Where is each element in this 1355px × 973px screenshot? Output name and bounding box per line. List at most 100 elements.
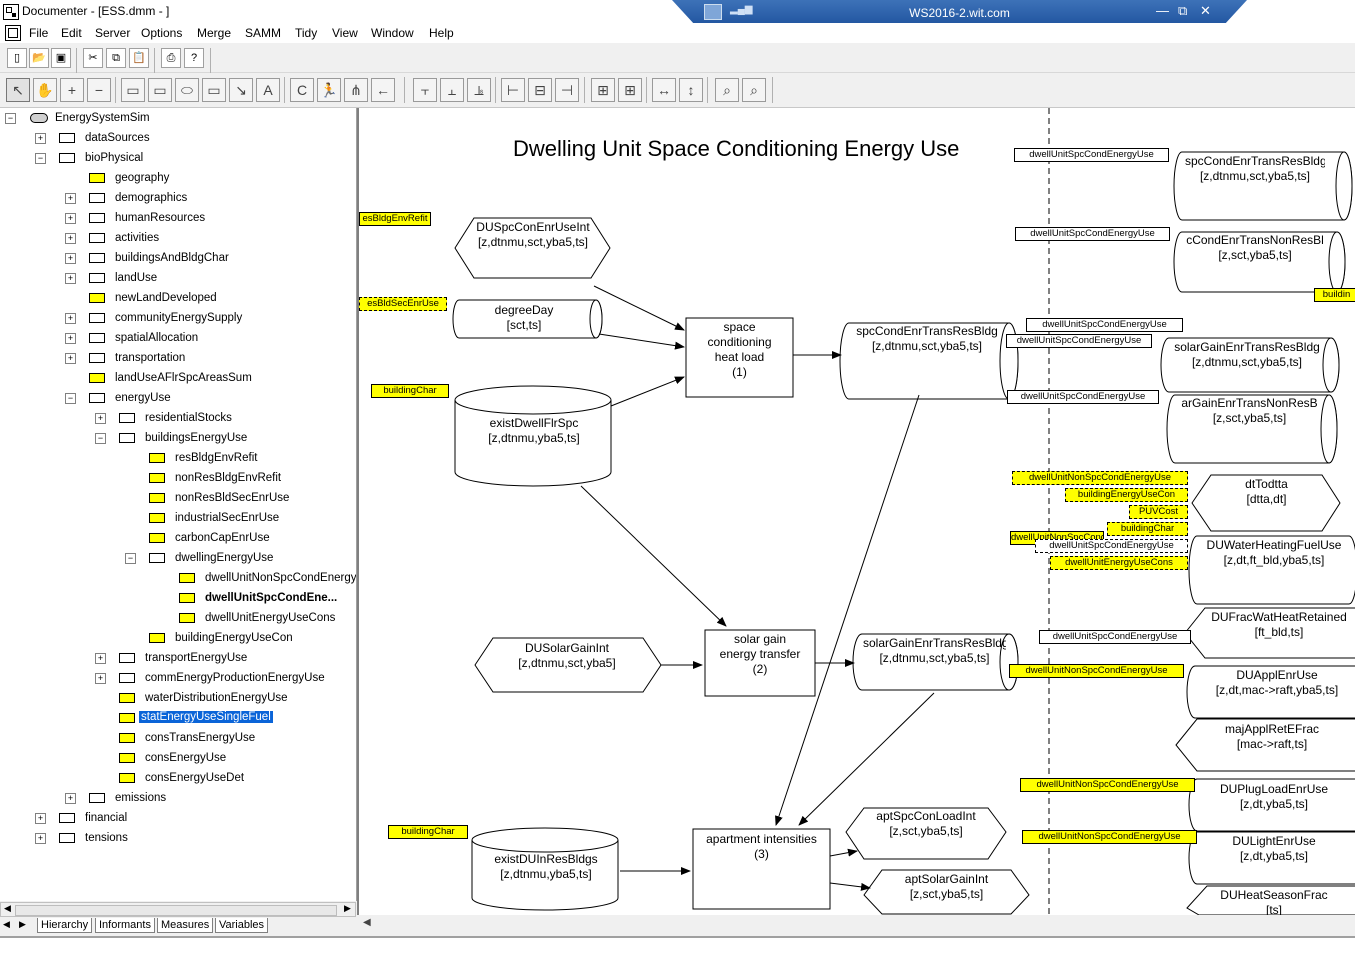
tag-dwell-spc-5[interactable]: dwellUnitSpcCondEnergyUse bbox=[1007, 390, 1159, 404]
tag-building-energy-use-con[interactable]: buildingEnergyUseCon bbox=[1065, 488, 1188, 502]
zoom-plus-icon[interactable]: + bbox=[60, 78, 84, 102]
exist-dwell-label[interactable]: existDwellFlrSpc[z,dtnmu,yba5,ts] bbox=[488, 416, 580, 445]
right-node-10[interactable]: DUPlugLoadEnrUse[z,dt,yba5,ts] bbox=[1219, 782, 1329, 811]
tag-res-bld-sec-enr-use[interactable]: esBldSecEnrUse bbox=[359, 297, 447, 311]
tag-dwell-spc-2[interactable]: dwellUnitSpcCondEnergyUse bbox=[1015, 227, 1170, 241]
scroll-right-icon[interactable]: ▶ bbox=[344, 903, 351, 913]
tab-hierarchy[interactable]: Hierarchy bbox=[37, 918, 93, 933]
help-icon[interactable]: ? bbox=[184, 48, 204, 68]
distribute-v-icon[interactable]: ⊞ bbox=[618, 78, 642, 102]
document-icon[interactable] bbox=[5, 25, 21, 41]
tab-informants[interactable]: Informants bbox=[95, 918, 155, 933]
new-document-icon[interactable]: ▯ bbox=[7, 48, 27, 68]
close-icon[interactable]: ✕ bbox=[1200, 3, 1211, 18]
expand-icon[interactable]: + bbox=[65, 333, 76, 344]
align-right-icon[interactable]: ⊣ bbox=[555, 78, 579, 102]
tag-dwell-nonspc-4[interactable]: dwellUnitNonSpcCondEnergyUse bbox=[1022, 830, 1197, 844]
tab-scroll-left-icon[interactable]: ◀ bbox=[3, 919, 10, 929]
save-disk-icon[interactable]: ▣ bbox=[51, 48, 71, 68]
tag-dwell-spc-1[interactable]: dwellUnitSpcCondEnergyUse bbox=[1014, 148, 1169, 162]
menu-samm[interactable]: SAMM bbox=[245, 26, 281, 40]
expand-icon[interactable]: + bbox=[35, 133, 46, 144]
hexagon-tool-icon[interactable]: ⬭ bbox=[175, 78, 199, 102]
expand-icon[interactable]: + bbox=[65, 273, 76, 284]
copy-icon[interactable]: ⧉ bbox=[106, 48, 126, 68]
right-node-1[interactable]: spcCondEnrTransResBldg[z,dtnmu,sct,yba5,… bbox=[1185, 154, 1325, 183]
collapse-icon[interactable]: − bbox=[35, 153, 46, 164]
zoom-in-icon[interactable]: ⌕ bbox=[715, 78, 739, 102]
label-tool-icon[interactable]: ▭ bbox=[202, 78, 226, 102]
tag-puv-cost[interactable]: PUVCost bbox=[1129, 505, 1188, 519]
arrow-left-icon[interactable]: ← bbox=[371, 78, 395, 102]
cut-icon[interactable]: ✂ bbox=[83, 48, 103, 68]
tag-dwell-spc-7[interactable]: dwellUnitSpcCondEnergyUse bbox=[1039, 630, 1191, 644]
hierarchy-tree[interactable]: −EnergySystemSim+dataSources−bioPhysical… bbox=[0, 108, 357, 901]
menu-window[interactable]: Window bbox=[371, 26, 414, 40]
menu-view[interactable]: View bbox=[332, 26, 358, 40]
solar-gain-enr-label[interactable]: solarGainEnrTransResBldg[z,dtnmu,sct,yba… bbox=[863, 636, 1006, 665]
collapse-icon[interactable]: − bbox=[125, 553, 136, 564]
text-tool-icon[interactable]: A bbox=[256, 78, 280, 102]
expand-icon[interactable]: + bbox=[65, 353, 76, 364]
zoom-minus-icon[interactable]: − bbox=[87, 78, 111, 102]
arrow-tool-icon[interactable]: ↘ bbox=[229, 78, 253, 102]
restore-icon[interactable]: ⧉ bbox=[1178, 3, 1188, 18]
apt-solar-label[interactable]: aptSolarGainInt[z,sct,yba5,ts] bbox=[904, 872, 989, 901]
align-top-icon[interactable]: ⫟ bbox=[413, 78, 437, 102]
expand-icon[interactable]: + bbox=[65, 193, 76, 204]
tab-scroll-right-icon[interactable]: ▶ bbox=[19, 919, 26, 929]
same-width-icon[interactable]: ↔ bbox=[652, 78, 676, 102]
expand-icon[interactable]: + bbox=[65, 793, 76, 804]
collapse-icon[interactable]: − bbox=[95, 433, 106, 444]
runners-icon[interactable]: ⋔ bbox=[344, 78, 368, 102]
expand-icon[interactable]: + bbox=[95, 673, 106, 684]
right-node-12[interactable]: DUHeatSeasonFrac[ts] bbox=[1220, 888, 1328, 915]
zoom-out-icon[interactable]: ⌕ bbox=[742, 78, 766, 102]
minimize-icon[interactable]: — bbox=[1156, 3, 1169, 18]
align-center-icon[interactable]: ⊟ bbox=[528, 78, 552, 102]
same-height-icon[interactable]: ↕ bbox=[679, 78, 703, 102]
right-node-6[interactable]: DUWaterHeatingFuelUse[z,dt,ft_bld,yba5,t… bbox=[1206, 538, 1342, 567]
right-node-11[interactable]: DULightEnrUse[z,dt,yba5,ts] bbox=[1232, 834, 1316, 863]
align-left-icon[interactable]: ⊢ bbox=[501, 78, 525, 102]
right-node-3[interactable]: solarGainEnrTransResBldg[z,dtnmu,sct,yba… bbox=[1174, 340, 1320, 369]
align-bottom-icon[interactable]: ⫡ bbox=[467, 78, 491, 102]
right-node-7[interactable]: DUFracWatHeatRetained[ft_bld,ts] bbox=[1211, 610, 1347, 639]
exist-du-in-label[interactable]: existDUInResBldgs[z,dtnmu,yba5,ts] bbox=[494, 852, 598, 881]
degree-day-label[interactable]: degreeDay[sct,ts] bbox=[494, 303, 554, 332]
pin-icon[interactable] bbox=[704, 4, 722, 20]
tag-buildin[interactable]: buildin bbox=[1314, 288, 1355, 302]
align-middle-icon[interactable]: ⫠ bbox=[440, 78, 464, 102]
scroll-thumb[interactable] bbox=[15, 905, 337, 916]
tag-dwell-energy-use-cons[interactable]: dwellUnitEnergyUseCons bbox=[1050, 556, 1188, 570]
diagram-scrollbar[interactable]: ◀ bbox=[357, 915, 1355, 935]
paste-icon[interactable]: 📋 bbox=[129, 48, 149, 68]
menu-options[interactable]: Options bbox=[141, 26, 183, 40]
right-node-9[interactable]: majApplRetEFrac[mac->raft,ts] bbox=[1224, 722, 1320, 751]
tag-dwell-spc-3[interactable]: dwellUnitSpcCondEnergyUse bbox=[1026, 318, 1183, 332]
spc-cond-enr-label[interactable]: spcCondEnrTransResBldg[z,dtnmu,sct,yba5,… bbox=[856, 324, 998, 353]
tag-dwell-spc-4[interactable]: dwellUnitSpcCondEnergyUse bbox=[1006, 334, 1152, 348]
menu-tidy[interactable]: Tidy bbox=[295, 26, 318, 40]
diagram-scroll-left-icon[interactable]: ◀ bbox=[363, 917, 371, 928]
tag-building-char-2[interactable]: buildingChar bbox=[388, 825, 468, 839]
tree-horizontal-scrollbar[interactable]: ◀ ▶ bbox=[0, 902, 356, 917]
tag-dwell-nonspc-3[interactable]: dwellUnitNonSpcCondEnergyUse bbox=[1020, 778, 1195, 792]
expand-icon[interactable]: + bbox=[65, 213, 76, 224]
pointer-icon[interactable]: ↖ bbox=[6, 78, 30, 102]
collapse-icon[interactable]: − bbox=[5, 113, 16, 124]
tag-building-char-3[interactable]: buildingChar bbox=[1107, 522, 1188, 536]
flow-tool-icon[interactable]: ▭ bbox=[148, 78, 172, 102]
menu-edit[interactable]: Edit bbox=[61, 26, 82, 40]
cylinder-tool-icon[interactable]: ▭ bbox=[121, 78, 145, 102]
expand-icon[interactable]: + bbox=[65, 313, 76, 324]
expand-icon[interactable]: + bbox=[65, 233, 76, 244]
expand-icon[interactable]: + bbox=[35, 813, 46, 824]
tag-dwell-nonspc-1[interactable]: dwellUnitNonSpcCondEnergyUse bbox=[1012, 471, 1188, 485]
right-node-4[interactable]: arGainEnrTransNonResB[z,sct,yba5,ts] bbox=[1181, 396, 1318, 425]
apt-spc-con-label[interactable]: aptSpcConLoadInt[z,sct,yba5,ts] bbox=[876, 809, 976, 838]
rotate-icon[interactable]: C bbox=[290, 78, 314, 102]
expand-icon[interactable]: + bbox=[35, 833, 46, 844]
